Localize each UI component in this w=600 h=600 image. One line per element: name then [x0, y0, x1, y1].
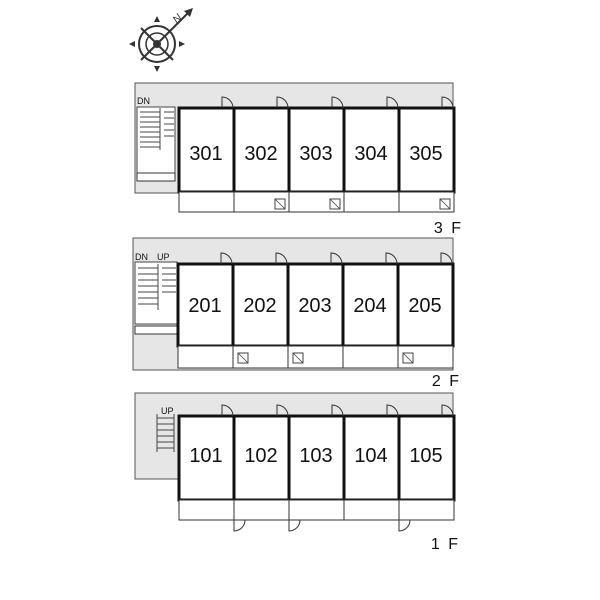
room-102 — [232, 414, 291, 502]
room-number: 102 — [244, 445, 277, 467]
room-number: 203 — [298, 295, 331, 317]
stair-label-dn: DN — [137, 96, 150, 106]
room-104 — [342, 414, 401, 502]
meter-box — [134, 325, 178, 335]
room-number: 304 — [354, 143, 387, 165]
room-305 — [397, 106, 456, 194]
stair-label-up: UP — [161, 406, 174, 416]
stair-treads — [138, 264, 176, 310]
staircase — [156, 414, 175, 452]
compass-rose-icon: N — [129, 8, 193, 72]
room-number: 205 — [408, 295, 441, 317]
staircase — [134, 261, 178, 325]
ac-unit-marks — [237, 198, 451, 364]
floor-1f: UP 101 102 103 104 105 1 F — [134, 392, 460, 553]
room-number: 302 — [244, 143, 277, 165]
room-number: 305 — [409, 143, 442, 165]
room-number: 301 — [189, 143, 222, 165]
room-number: 101 — [189, 445, 222, 467]
room-number: 303 — [299, 143, 332, 165]
floor-3f: DN 301 302 303 304 305 — [134, 82, 463, 237]
room-105 — [397, 414, 456, 502]
floor-label: 1 F — [431, 536, 460, 553]
door-swings — [220, 252, 453, 265]
stair-treads — [140, 108, 174, 150]
meter-box — [136, 172, 176, 182]
room-number: 104 — [354, 445, 387, 467]
room-103 — [287, 414, 346, 502]
room-number: 202 — [243, 295, 276, 317]
floor-2f: DN UP 201 202 203 204 205 — [132, 237, 461, 390]
stair-label-dn: DN — [135, 252, 148, 262]
stair-label-up: UP — [157, 252, 170, 262]
room-number: 103 — [299, 445, 332, 467]
door-swings — [221, 96, 454, 109]
room-number: 204 — [353, 295, 386, 317]
floor-label: 2 F — [432, 373, 461, 390]
door-swings — [221, 404, 454, 532]
balconies — [178, 499, 455, 521]
room-302 — [232, 106, 291, 194]
room-304 — [342, 106, 401, 194]
room-number: 201 — [188, 295, 221, 317]
floor-label: 3 F — [434, 220, 463, 237]
balconies — [178, 191, 455, 213]
compass-north-label: N — [171, 12, 185, 26]
room-number: 105 — [409, 445, 442, 467]
